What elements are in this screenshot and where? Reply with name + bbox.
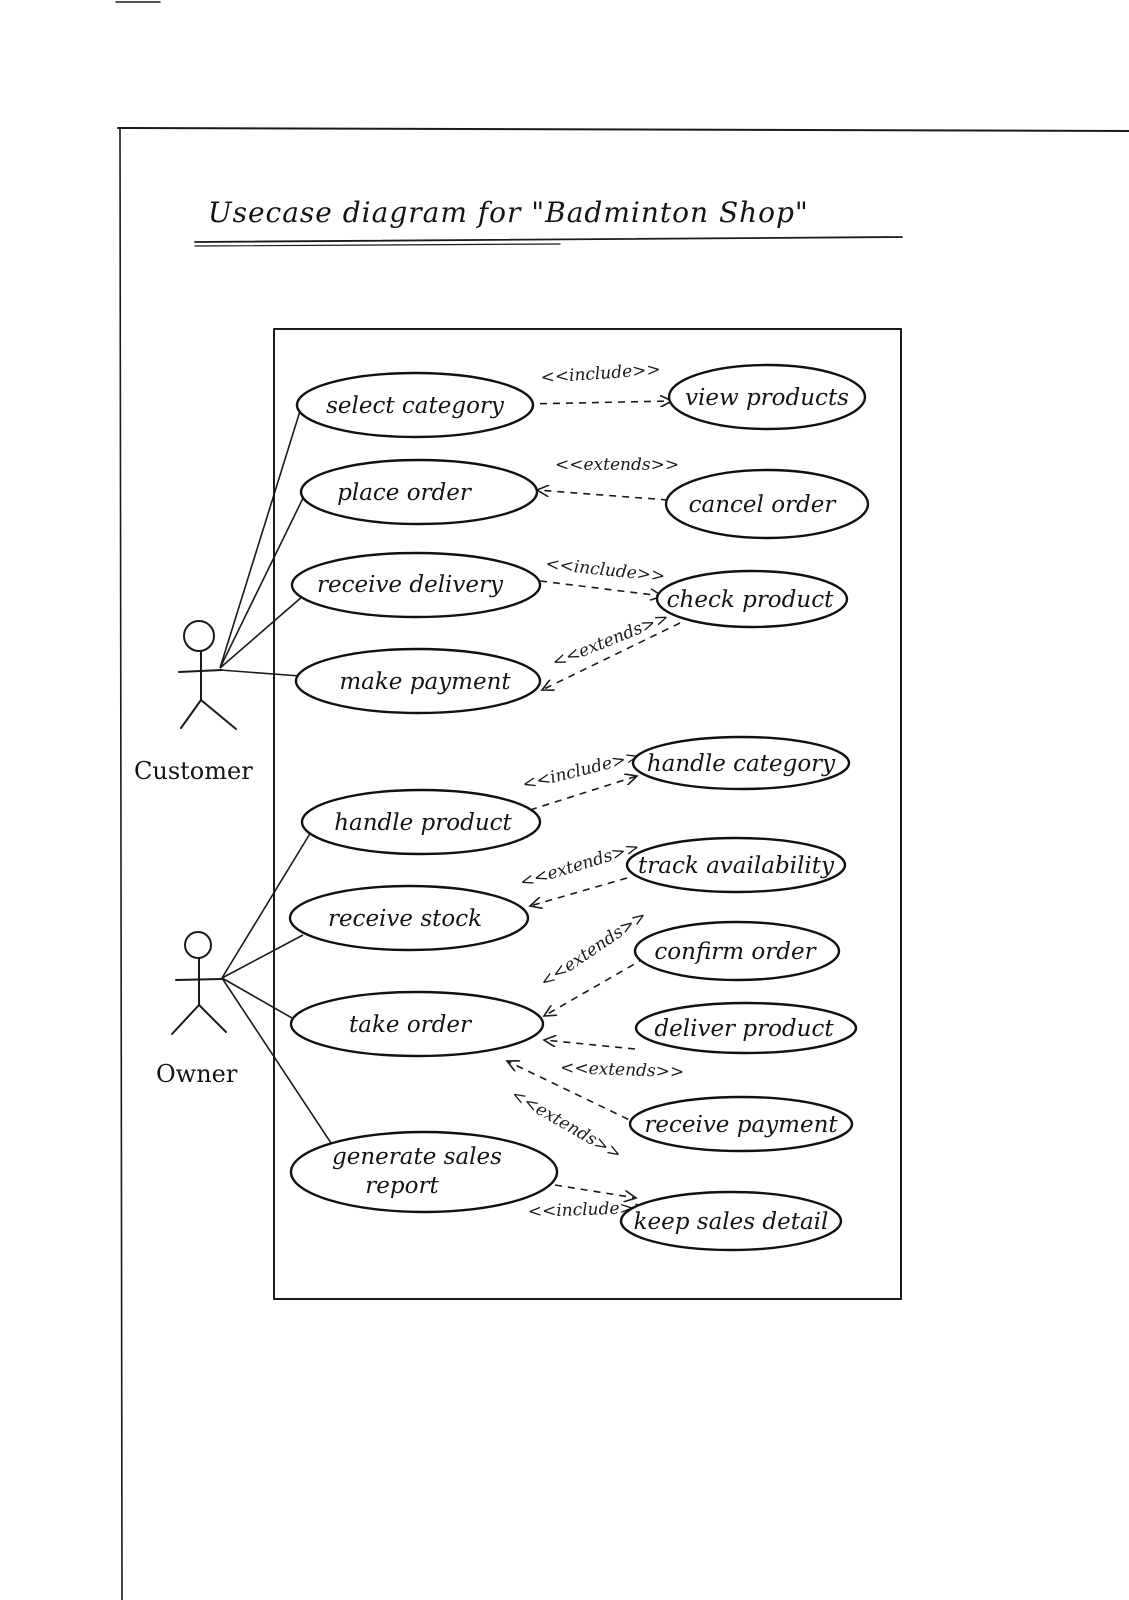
stereo-extends-3: <<extends>> xyxy=(518,837,643,892)
actor-customer xyxy=(178,620,237,730)
assoc-owner-receive-stock xyxy=(221,934,304,979)
usecase-keep-sales-detail: keep sales detail xyxy=(619,1190,843,1252)
svg-text:receive delivery: receive delivery xyxy=(317,572,504,598)
svg-text:track availability: track availability xyxy=(638,853,835,879)
dep-select-category-view-products xyxy=(526,401,672,404)
stereo-include-3: <<include>> xyxy=(520,746,641,794)
assoc-customer-receive-delivery xyxy=(219,595,304,669)
system-boundary xyxy=(273,328,902,1300)
dep-deliver-product-take-order xyxy=(544,1040,636,1050)
actor-customer-label: Customer xyxy=(134,757,253,785)
dep-confirm-order-take-order xyxy=(544,957,646,1016)
svg-text:view products: view products xyxy=(685,385,849,411)
svg-text:confirm order: confirm order xyxy=(654,939,817,965)
usecase-cancel-order: cancel order xyxy=(664,468,870,540)
usecase-deliver-product: deliver product xyxy=(634,1001,858,1055)
usecase-place-order: place order xyxy=(299,458,539,526)
svg-text:select category: select category xyxy=(326,393,505,419)
svg-text:make payment: make payment xyxy=(339,669,511,695)
dep-generate-sales-report-keep-sales-detail xyxy=(554,1184,636,1198)
title-underline xyxy=(194,236,903,243)
svg-text:check product: check product xyxy=(667,587,834,613)
usecase-handle-product: handle product xyxy=(300,788,542,856)
stereo-extends-5: <<extends>> xyxy=(560,1058,685,1082)
svg-text:report: report xyxy=(365,1173,439,1199)
actor-owner xyxy=(171,931,227,1035)
dep-cancel-order-place-order xyxy=(537,490,669,501)
stereo-extends-1: <<extends>> xyxy=(555,455,679,475)
stereo-include-2: <<include>> xyxy=(544,554,666,586)
svg-text:handle product: handle product xyxy=(334,810,512,836)
diagram-title: Usecase diagram for "Badminton Shop" xyxy=(208,196,809,229)
svg-text:generate sales: generate sales xyxy=(332,1144,502,1170)
usecase-view-products: view products xyxy=(667,363,867,431)
title-underline-2 xyxy=(194,243,561,247)
svg-text:place order: place order xyxy=(337,480,473,506)
svg-text:handle category: handle category xyxy=(647,751,836,777)
usecase-take-order: take order xyxy=(289,990,545,1058)
assoc-owner-generate-sales-report xyxy=(221,977,334,1147)
usecase-select-category: select category xyxy=(295,371,535,439)
svg-text:receive stock: receive stock xyxy=(328,906,482,932)
assoc-owner-handle-product xyxy=(221,826,315,979)
svg-text:keep sales detail: keep sales detail xyxy=(634,1209,829,1235)
svg-text:deliver product: deliver product xyxy=(654,1016,834,1042)
page-left-rule xyxy=(119,127,123,1600)
dep-handle-product-handle-category xyxy=(529,776,637,811)
assoc-customer-select-category xyxy=(219,394,306,669)
stereo-extends-4: <<extends>> xyxy=(537,906,651,992)
dep-track-availability-receive-stock xyxy=(530,877,628,906)
usecase-receive-payment: receive payment xyxy=(628,1095,854,1153)
svg-text:cancel order: cancel order xyxy=(689,492,838,518)
dep-receive-payment-take-order xyxy=(507,1061,641,1126)
assoc-customer-make-payment xyxy=(219,669,301,677)
assoc-customer-place-order xyxy=(219,491,307,669)
stereo-extends-2: <<extends>> xyxy=(549,608,672,673)
usecase-receive-delivery: receive delivery xyxy=(290,551,542,619)
assoc-owner-take-order xyxy=(221,977,293,1019)
stereo-include-1: <<include>> xyxy=(540,360,661,388)
usecase-make-payment: make payment xyxy=(294,647,542,715)
svg-text:take order: take order xyxy=(349,1012,473,1038)
usecase-generate-sales-report: generate sales report xyxy=(289,1130,559,1214)
usecase-handle-category: handle category xyxy=(631,735,851,791)
usecase-track-availability: track availability xyxy=(625,836,847,894)
svg-text:receive payment: receive payment xyxy=(644,1112,838,1138)
usecase-confirm-order: confirm order xyxy=(633,920,841,982)
page-top-rule xyxy=(117,127,1129,132)
usecase-receive-stock: receive stock xyxy=(288,884,530,952)
actor-owner-label: Owner xyxy=(156,1060,238,1088)
usecase-check-product: check product xyxy=(655,569,849,629)
